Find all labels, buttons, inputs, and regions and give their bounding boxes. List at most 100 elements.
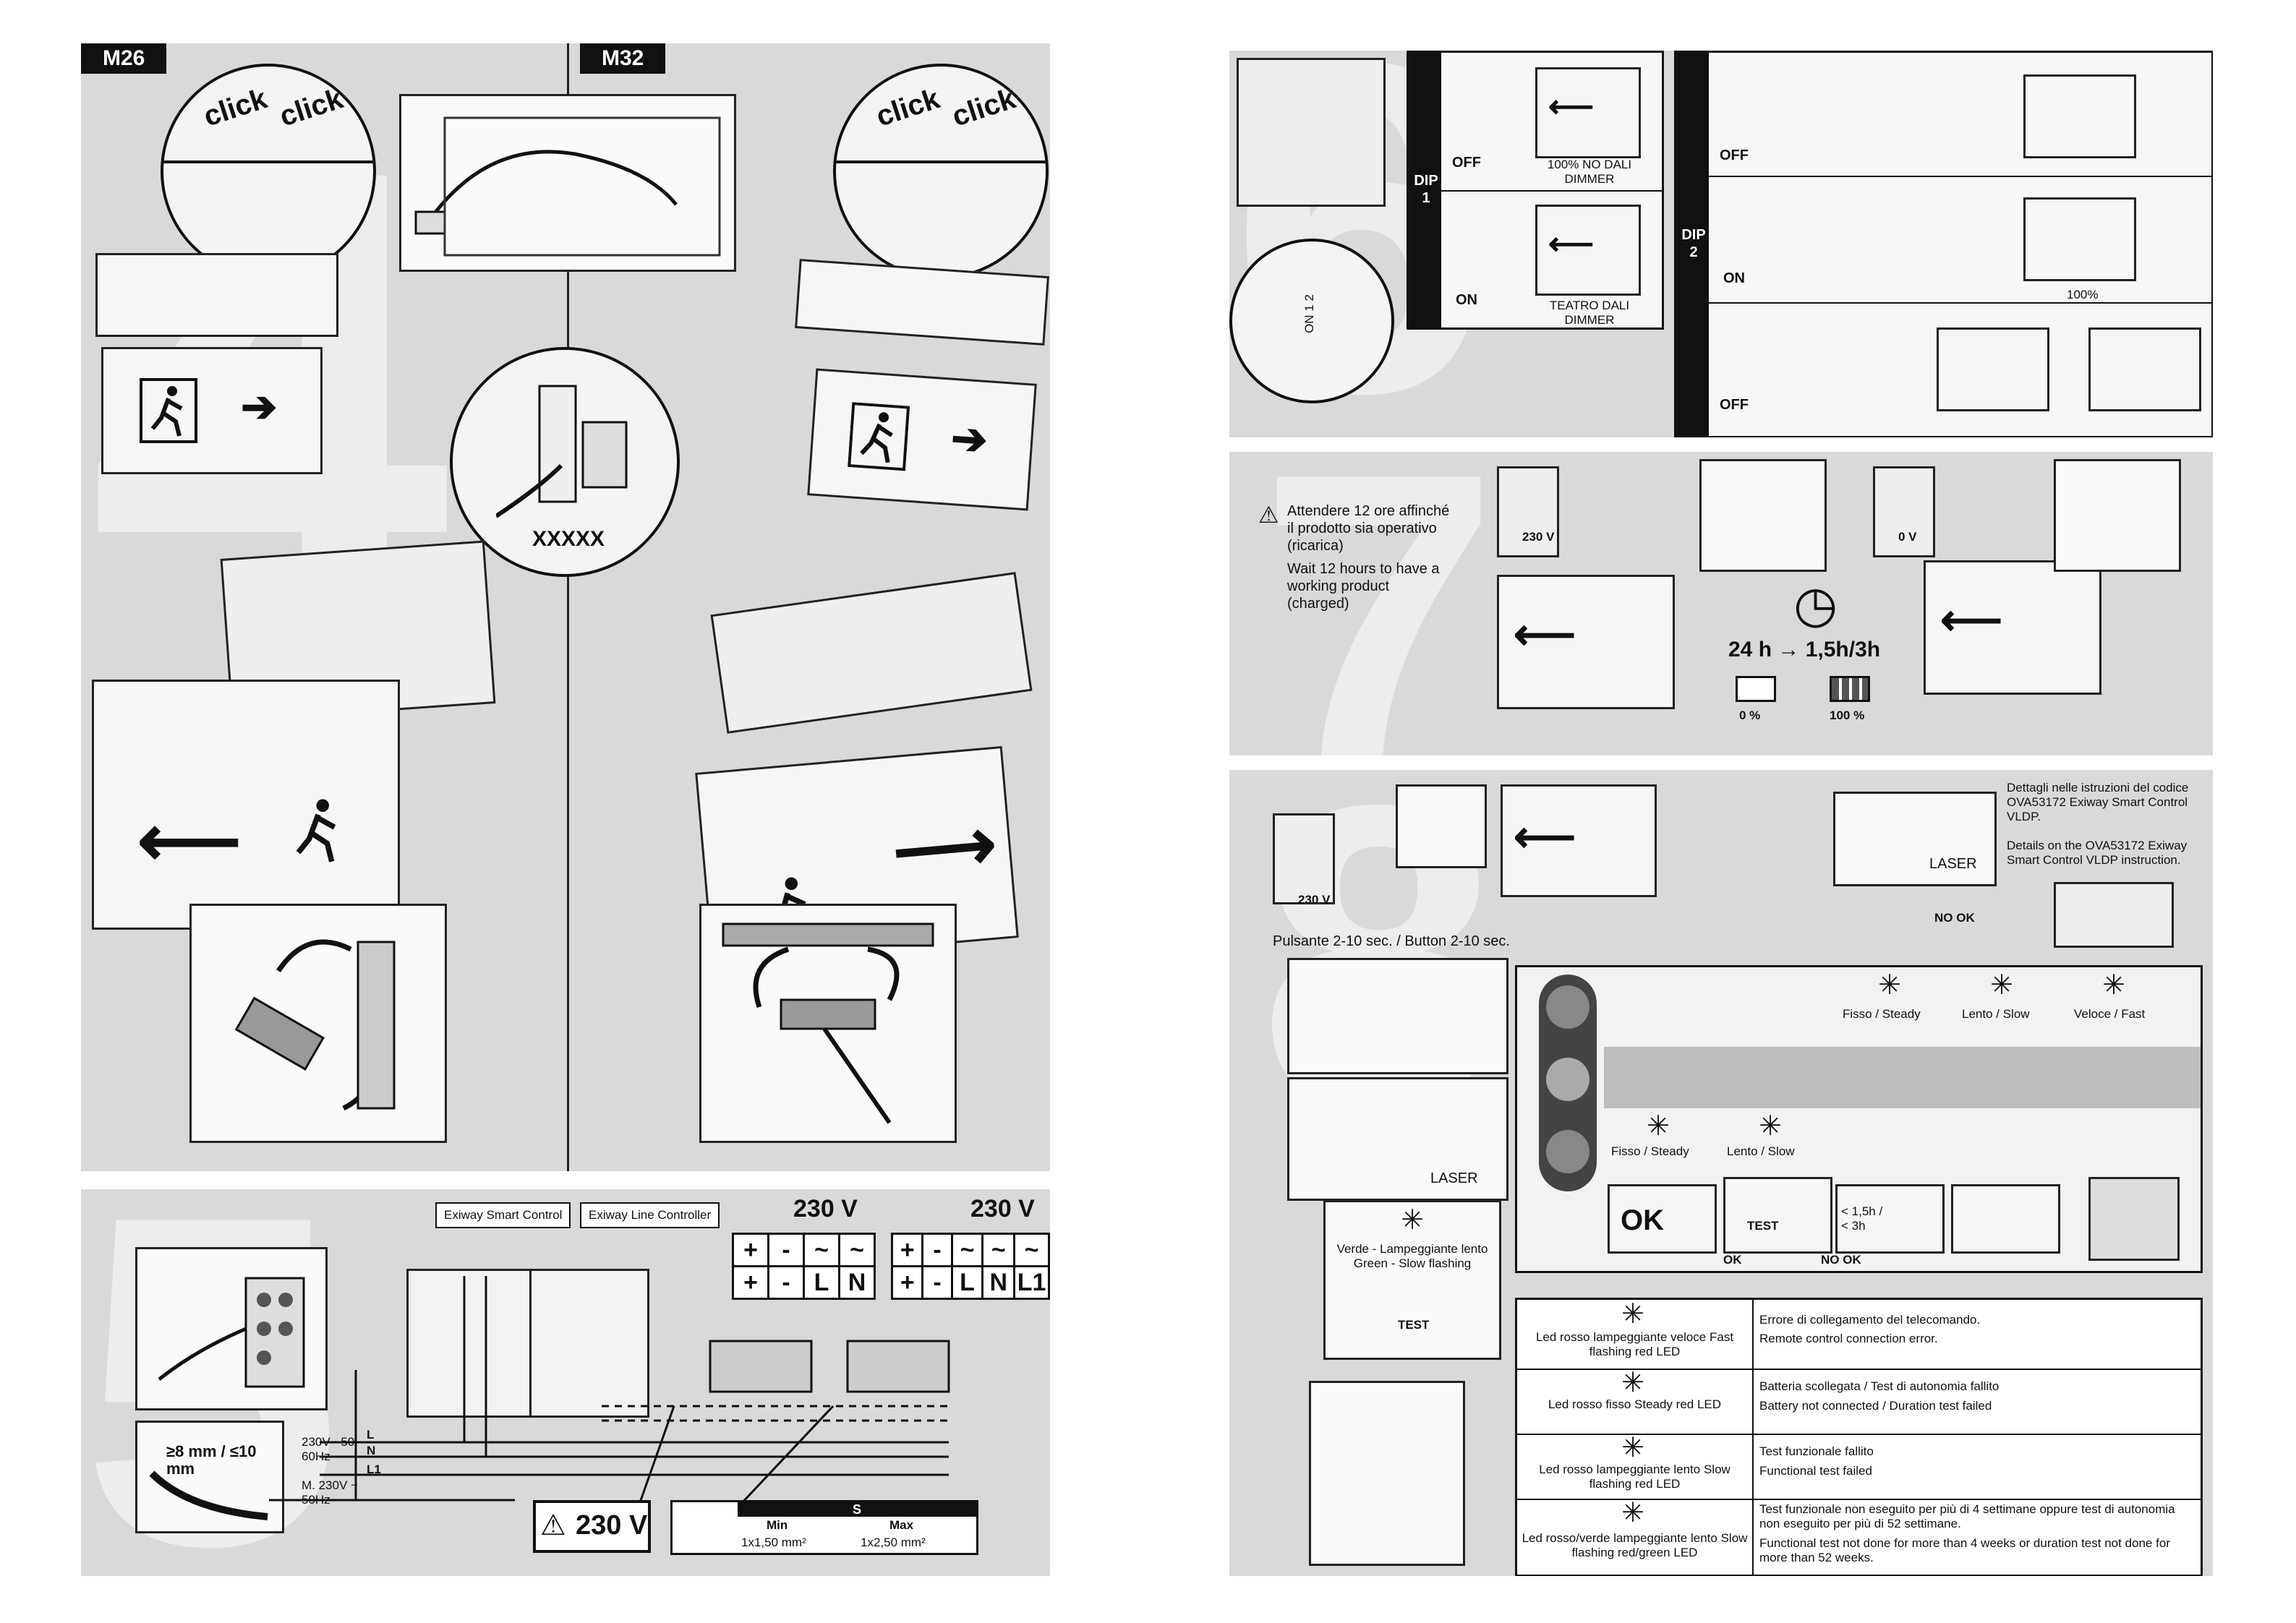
housing-body-m26 (95, 253, 338, 337)
step5-panel: 5 ≥8 mm / ≤10 mm Exiway Smart Control Ex… (81, 1189, 1050, 1576)
click-detail-circle-m26: click click (161, 64, 376, 279)
exit-sign-8: ⟵ (1501, 784, 1657, 897)
clip-detail-m26 (189, 904, 447, 1143)
connector-label: XXXXX (532, 527, 605, 551)
warning-voltage: 230 V (576, 1510, 648, 1541)
error-en: Remote control connection error. (1759, 1332, 1938, 1345)
voltage-warning-box: ⚠ 230 V (533, 1500, 651, 1553)
laser-label: LASER (1430, 1170, 1478, 1186)
voltage-label-a: 230 V (793, 1195, 858, 1222)
wire-label-n: N (367, 1444, 376, 1457)
test-text: TEST (1747, 1219, 1779, 1233)
arrow-icon: ⟵ (1548, 89, 1595, 124)
section-header-cell: S (738, 1502, 976, 1517)
housing-edge (163, 160, 373, 163)
ok-arrow-label: OK (1723, 1253, 1742, 1267)
cell: ~ (950, 1233, 984, 1267)
error-led-state: Led rosso lampeggiante veloce Fast flash… (1535, 1330, 1734, 1358)
step4-panel: 4 M26 M32 click click ➔ XXXXX ⟵ click cl… (81, 43, 1050, 1171)
strip-length-detail: ≥8 mm / ≤10 mm (135, 1421, 284, 1533)
dip2-caption: 100% (2067, 288, 2099, 301)
led-state-mid: Fisso / Steady (1611, 1144, 1689, 1158)
cell: - (921, 1233, 953, 1267)
wall-bracket-m32 (710, 572, 1033, 734)
led-burst-icon: ✳ (1621, 1368, 1644, 1398)
dip1-off-caption: 100% NO DALI DIMMER (1547, 158, 1632, 186)
battery-full-label: 100 % (1830, 708, 1865, 722)
clip-detail-m32 (699, 904, 957, 1143)
test-button-label: TEST (1398, 1318, 1430, 1332)
dip1-off-label: OFF (1452, 155, 1481, 171)
error-led-state: Led rosso fisso Steady red LED (1548, 1397, 1722, 1411)
line-controller-label: Exiway Line Controller (580, 1202, 720, 1228)
no-ok-arrow-label: NO OK (1821, 1253, 1861, 1267)
button-press-detail (1287, 958, 1508, 1074)
led-burst-icon: ✳ (1621, 1498, 1644, 1528)
dip2-row-label: ON (1723, 270, 1745, 286)
led-burst-icon: ✳ (1621, 1433, 1644, 1463)
breaker-8 (1273, 813, 1335, 904)
exit-sign-charging: ⟵ (1497, 575, 1675, 709)
step-number-7: 7 (1258, 452, 1500, 755)
min-value: 1x1,50 mm² (741, 1536, 806, 1549)
error-en: Functional test failed (1759, 1464, 1872, 1478)
test-result-icon: TEST (1723, 1177, 1832, 1254)
click-label: click (948, 82, 1020, 133)
section-table: S Min Max 1x1,50 mm² 1x2,50 mm² (670, 1500, 978, 1555)
terminal-block-icon (158, 1277, 305, 1388)
arrow-icon: ⟶ (889, 802, 1000, 893)
cell: ~ (838, 1233, 876, 1267)
running-man-exit-icon (140, 378, 197, 443)
smart-control-label: Exiway Smart Control (435, 1202, 571, 1228)
exit-sign-m32: ➔ (807, 368, 1037, 511)
green-state-box: ✳ Verde - Lampeggiante lento Green - Slo… (1323, 1200, 1501, 1360)
amber-lamp (1546, 1058, 1589, 1101)
led-burst-detail (1699, 459, 1827, 572)
led-burst-detail-8 (1396, 784, 1487, 868)
ok-result-icon: OK (1608, 1184, 1717, 1254)
error-led-state: Led rosso/verde lampeggiante lento Slow … (1522, 1531, 1748, 1559)
smart-control-module (406, 1269, 534, 1418)
clock-icon: ◷ (1793, 576, 1838, 633)
led-state-top: Veloce / Fast (2074, 1007, 2146, 1021)
led-burst-icon: ✳ (1878, 970, 1901, 1001)
error-column-divider (1752, 1300, 1754, 1575)
time-options: < 1,5h / < 3h (1841, 1204, 1883, 1233)
wire-label-l: L (367, 1428, 375, 1442)
step6-panel: 6 ON 1 2 DIP 1 OFF ON 100% NO DALI DIMME… (1229, 51, 2213, 437)
exit-sign-icon: ⟵ (1535, 205, 1641, 296)
led-burst-icon: ✳ (1990, 970, 2013, 1001)
led-burst-icon: ✳ (2102, 970, 2125, 1001)
warning-triangle-icon: ⚠ (1258, 502, 1279, 528)
cell: ~ (1013, 1233, 1050, 1267)
error-it: Test funzionale fallito (1759, 1444, 1874, 1458)
error-row: ✳ Led rosso fisso Steady red LED Batteri… (1517, 1369, 2201, 1435)
dip2-label: DIP 2 (1681, 227, 1706, 260)
led-burst-icon: ✳ (1647, 1111, 1670, 1142)
arrow-icon: ⟵ (1514, 813, 1576, 861)
cell: - (767, 1265, 805, 1300)
cell: ~ (803, 1233, 840, 1267)
voltage-on-label: 230 V (1522, 530, 1555, 544)
model-tag-m26: M26 (81, 43, 167, 74)
led-burst-icon: ✳ (1759, 1111, 1782, 1142)
button-duration-label: Pulsante 2-10 sec. / Button 2-10 sec. (1273, 933, 1510, 949)
error-en: Functional test not done for more than 4… (1759, 1536, 2170, 1564)
error-it: Batteria scollegata / Test di autonomia … (1759, 1379, 2000, 1393)
traffic-light-icon (1539, 975, 1597, 1191)
exit-sign-lit: ⟵ (1924, 560, 2101, 695)
details-it: Dettagli nelle istruzioni del codice OVA… (2007, 781, 2189, 823)
exit-sign-icon (2088, 327, 2201, 411)
exit-sign-m26: ➔ (101, 347, 323, 474)
dip-switch-detail-circle: ON 1 2 (1229, 239, 1394, 403)
laser-detail-top: LASER (1833, 792, 1997, 886)
lamp-detail (2054, 459, 2181, 572)
voltage-8: 230 V (1298, 893, 1331, 907)
led-on-housing (1309, 1381, 1465, 1566)
laser-label: LASER (1929, 856, 1977, 872)
battery-full-icon (1830, 676, 1870, 702)
clip-icon (722, 922, 934, 1124)
housing-body-m32 (795, 259, 1049, 346)
mains-label-2: M. 230V ~ 50Hz (302, 1478, 358, 1507)
